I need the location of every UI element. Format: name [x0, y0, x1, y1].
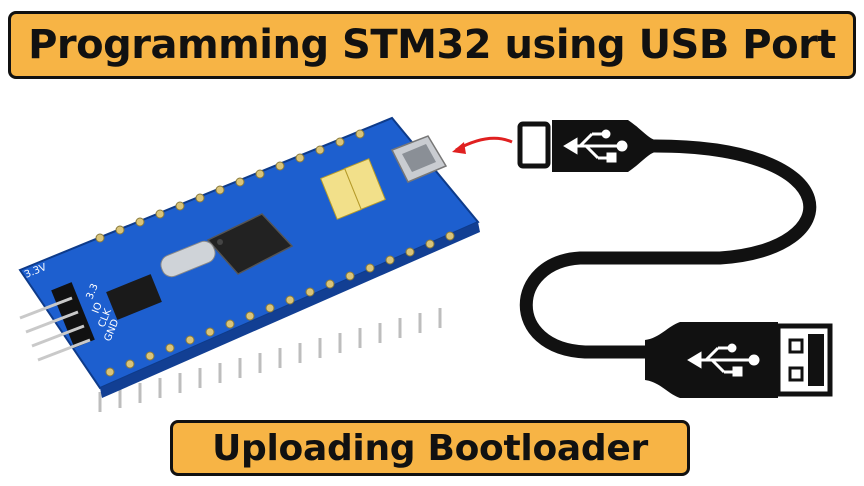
subtitle-banner: Uploading Bootloader [170, 420, 690, 476]
usb-cable [517, 120, 833, 398]
micro-usb-plug-icon [517, 120, 655, 172]
mcu-chip [206, 213, 294, 275]
page-subtitle: Uploading Bootloader [212, 427, 648, 469]
title-banner: Programming STM32 using USB Port [8, 11, 856, 79]
connection-arrow [452, 136, 513, 154]
page-title: Programming STM32 using USB Port [28, 22, 836, 68]
micro-usb-port [390, 135, 448, 183]
boot-jumpers [320, 158, 386, 220]
left-header [19, 282, 95, 362]
usb-symbol-icon [563, 129, 628, 163]
stm32-board: 3.3V 3.3 IO CLK GND [18, 116, 480, 412]
pin-label-io: IO [91, 301, 105, 315]
usb-a-plug-icon [645, 322, 833, 398]
